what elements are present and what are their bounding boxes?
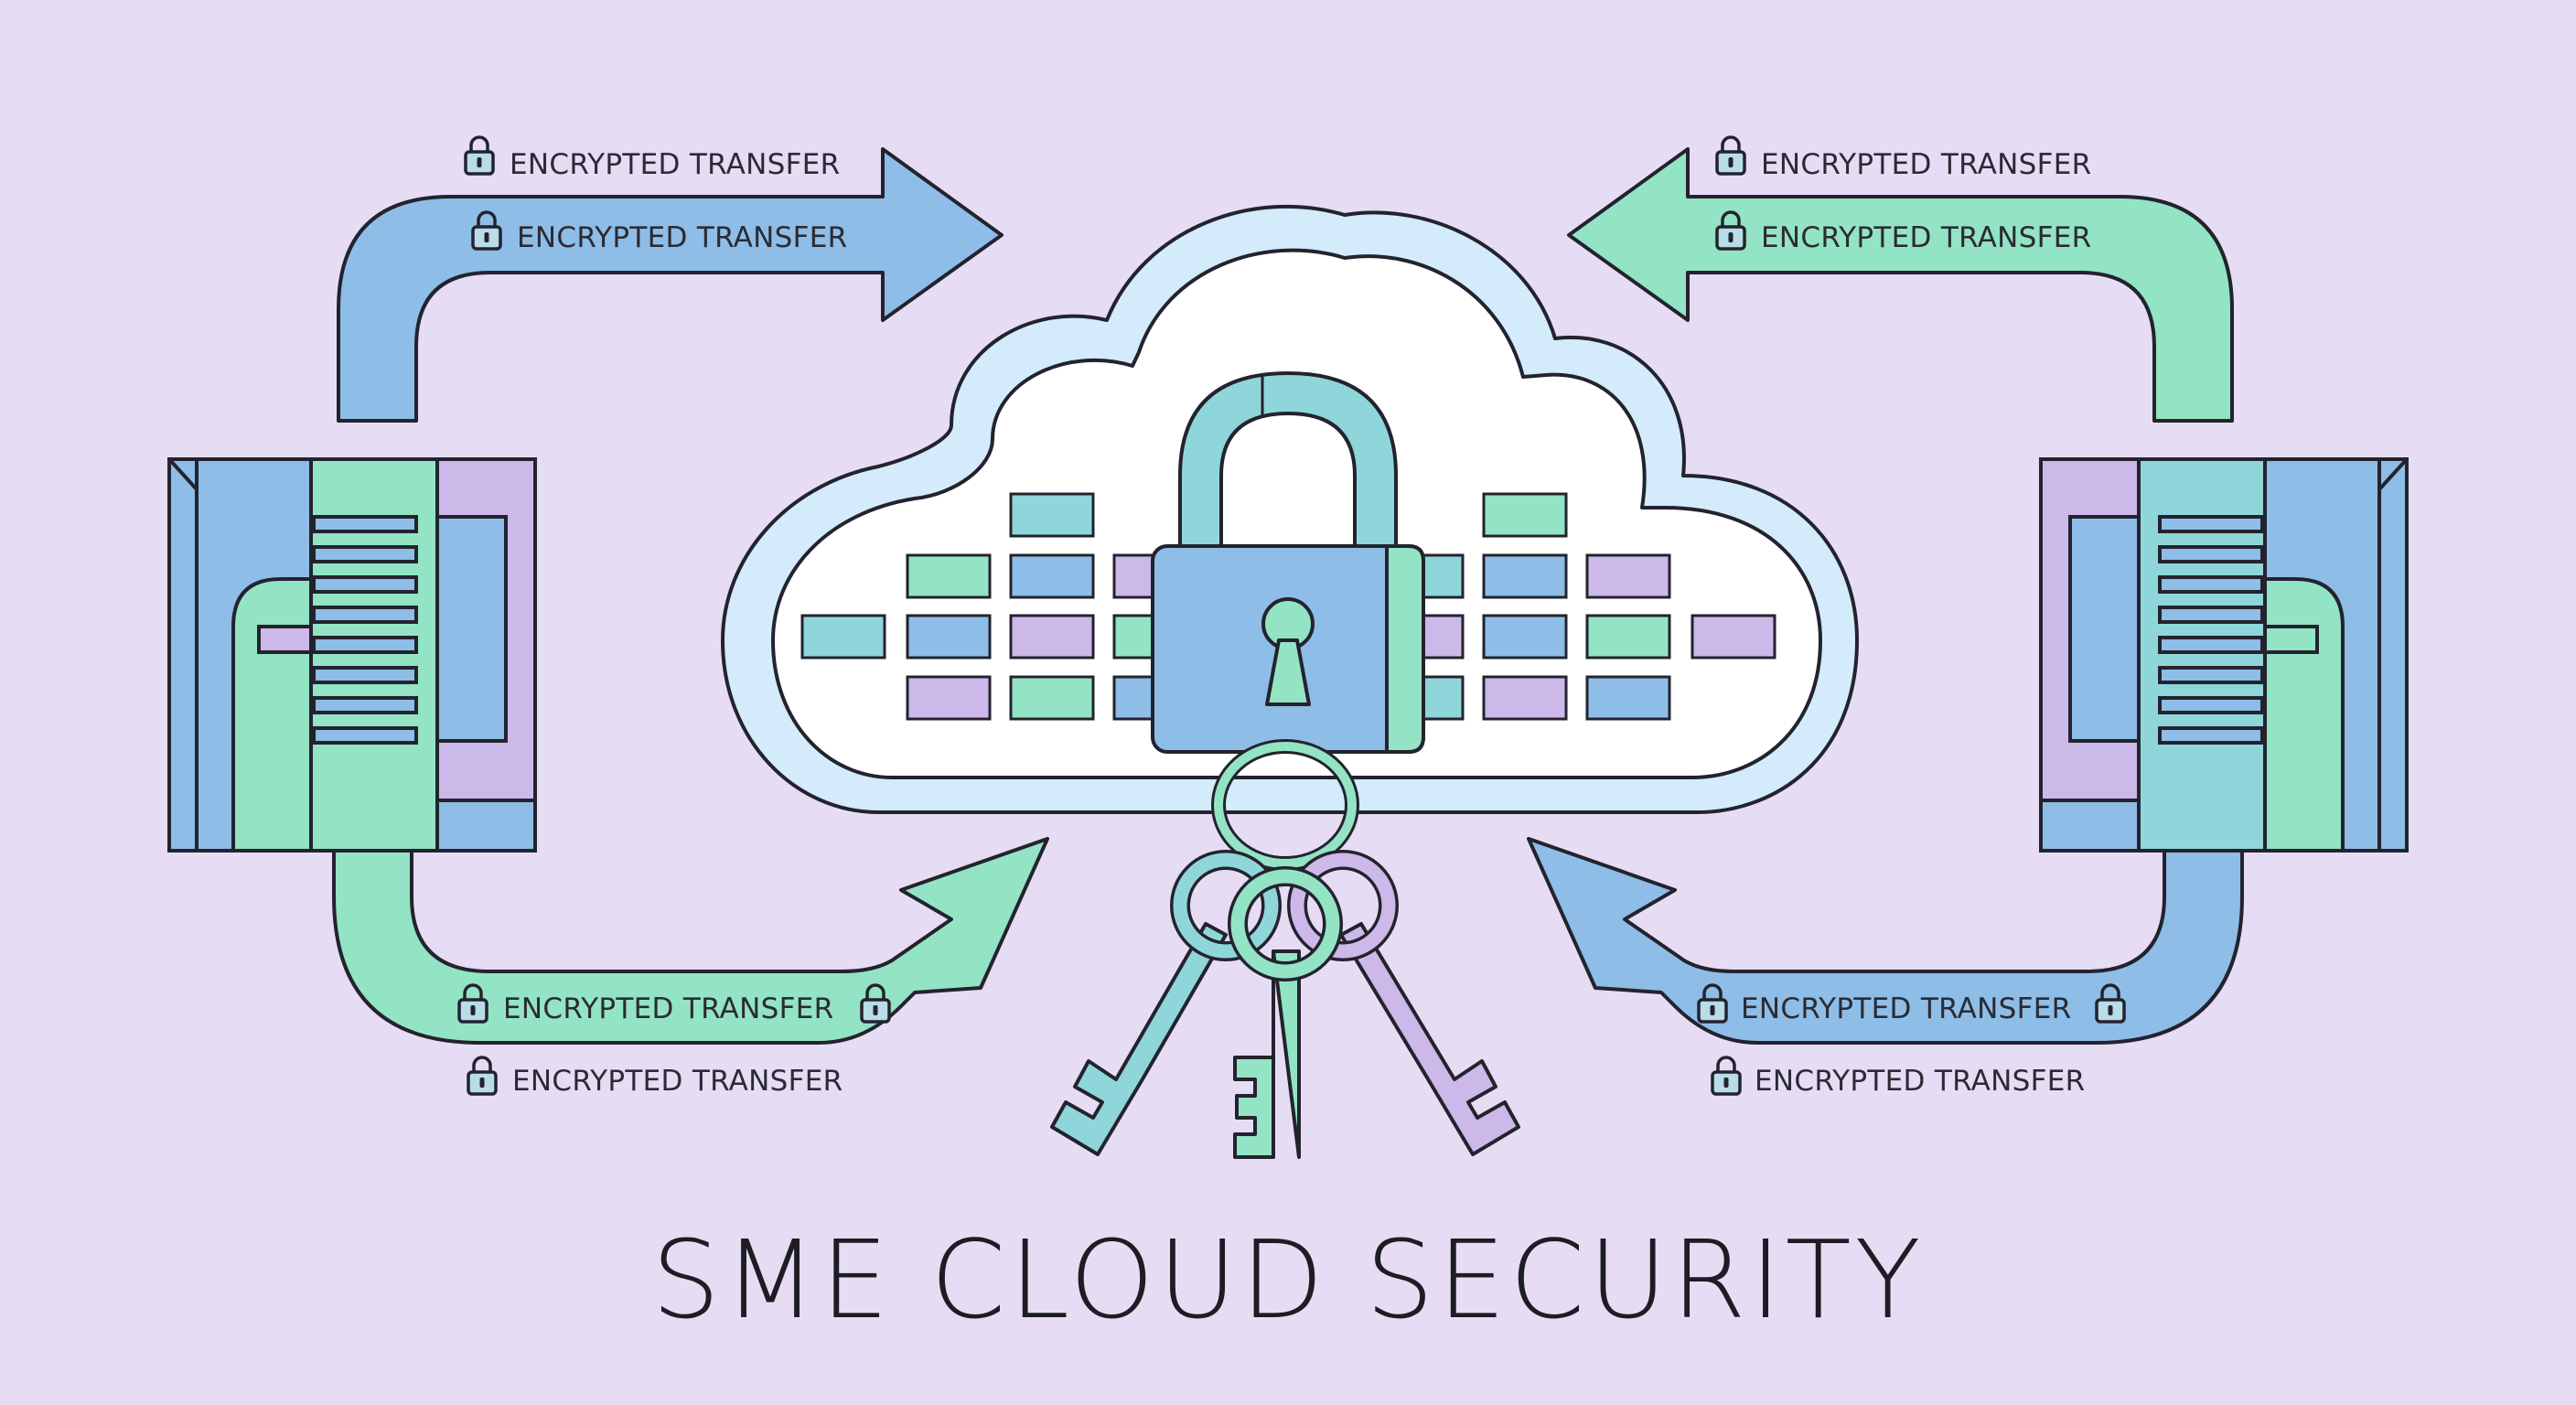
transfer-label-1: ENCRYPTED TRANSFER xyxy=(464,135,841,181)
transfer-label-text: ENCRYPTED TRANSFER xyxy=(1741,992,2072,1025)
arrow-bottom-right xyxy=(1527,837,2244,1045)
key-icon-left xyxy=(1050,850,1282,1156)
server-icon-right xyxy=(2039,457,2409,853)
transfer-label-text: ENCRYPTED TRANSFER xyxy=(503,992,834,1025)
lock-icon xyxy=(467,1056,498,1096)
server-icon-left xyxy=(167,457,537,853)
transfer-label-text: ENCRYPTED TRANSFER xyxy=(1755,1065,2086,1098)
page-title: SME CLOUD SECURITY xyxy=(651,1217,1925,1343)
key-icon-right xyxy=(1287,850,1520,1156)
lock-icon xyxy=(1715,135,1746,176)
transfer-label-text: ENCRYPTED TRANSFER xyxy=(1761,148,2092,181)
key-icon-middle xyxy=(1228,866,1343,1159)
key-ring xyxy=(1211,739,1359,871)
transfer-label-3: ENCRYPTED TRANSFER xyxy=(1715,135,2092,181)
transfer-label-6: ENCRYPTED TRANSFER xyxy=(467,1056,843,1098)
transfer-label-4: ENCRYPTED TRANSFER xyxy=(1715,210,2092,254)
transfer-label-text: ENCRYPTED TRANSFER xyxy=(1761,221,2092,254)
padlock-icon xyxy=(1151,371,1425,754)
transfer-label-text: ENCRYPTED TRANSFER xyxy=(512,1065,843,1098)
transfer-label-text: ENCRYPTED TRANSFER xyxy=(517,221,848,254)
arrow-top-right xyxy=(1567,147,2234,423)
transfer-label-2: ENCRYPTED TRANSFER xyxy=(471,210,848,254)
arrow-top-left xyxy=(337,147,1004,423)
transfer-label-7: ENCRYPTED TRANSFER xyxy=(1697,983,2126,1025)
transfer-label-text: ENCRYPTED TRANSFER xyxy=(510,148,841,181)
arrow-bottom-left xyxy=(332,837,1049,1045)
lock-icon xyxy=(464,135,495,176)
transfer-label-5: ENCRYPTED TRANSFER xyxy=(457,983,891,1025)
transfer-label-8: ENCRYPTED TRANSFER xyxy=(1711,1056,2086,1098)
lock-icon xyxy=(1711,1056,1742,1096)
